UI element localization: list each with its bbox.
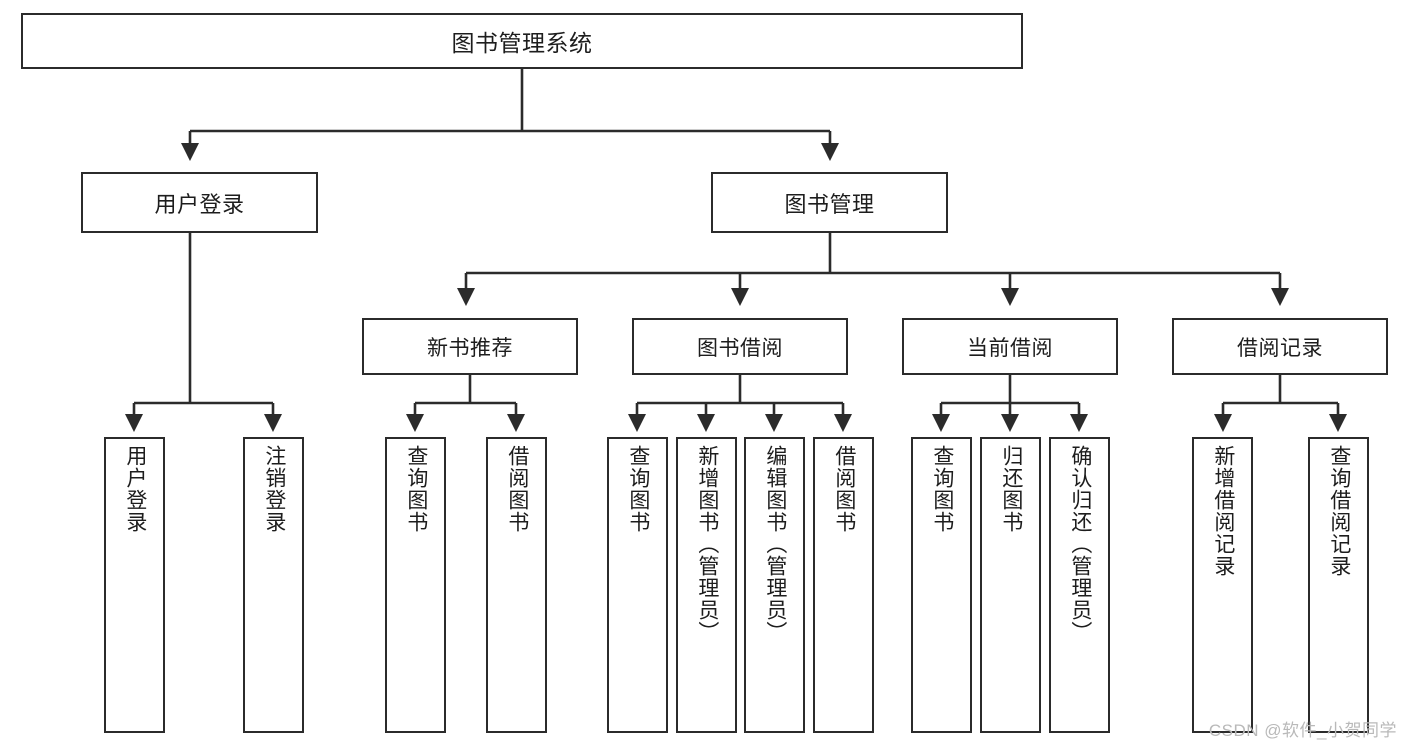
node-current-borrow-label: 当前借阅	[967, 336, 1053, 360]
node-leaf-borrow-book-1[interactable]: 借阅图书	[486, 437, 547, 733]
node-leaf-add-record[interactable]: 新增借阅记录	[1192, 437, 1253, 733]
node-leaf-query-book-2-label: 查询图书	[626, 445, 650, 533]
node-leaf-add-book[interactable]: 新增图书（管理员）	[676, 437, 737, 733]
node-user-login-label: 用户登录	[154, 191, 245, 217]
node-leaf-edit-book-label: 编辑图书（管理员）	[763, 445, 787, 643]
node-leaf-query-record-label: 查询借阅记录	[1327, 445, 1351, 577]
node-new-book-recommend[interactable]: 新书推荐	[362, 318, 578, 375]
node-leaf-query-book-3-label: 查询图书	[930, 445, 954, 533]
node-leaf-add-book-label: 新增图书（管理员）	[695, 445, 719, 643]
node-borrow-record-label: 借阅记录	[1237, 336, 1323, 360]
node-leaf-logout-login[interactable]: 注销登录	[243, 437, 304, 733]
node-leaf-query-record[interactable]: 查询借阅记录	[1308, 437, 1369, 733]
node-leaf-borrow-book-2[interactable]: 借阅图书	[813, 437, 874, 733]
node-leaf-borrow-book-2-label: 借阅图书	[832, 445, 856, 533]
node-leaf-return-book[interactable]: 归还图书	[980, 437, 1041, 733]
node-root-system[interactable]: 图书管理系统	[21, 13, 1023, 69]
node-leaf-confirm-return[interactable]: 确认归还（管理员）	[1049, 437, 1110, 733]
node-leaf-borrow-book-1-label: 借阅图书	[505, 445, 529, 533]
node-leaf-confirm-return-label: 确认归还（管理员）	[1068, 445, 1092, 643]
node-book-borrow-label: 图书借阅	[697, 336, 783, 360]
node-new-book-recommend-label: 新书推荐	[427, 336, 513, 360]
node-leaf-user-login-label: 用户登录	[123, 445, 147, 533]
node-user-login[interactable]: 用户登录	[81, 172, 318, 233]
node-leaf-logout-login-label: 注销登录	[262, 445, 286, 533]
node-book-management[interactable]: 图书管理	[711, 172, 948, 233]
node-leaf-return-book-label: 归还图书	[999, 445, 1023, 533]
node-current-borrow[interactable]: 当前借阅	[902, 318, 1118, 375]
node-leaf-user-login[interactable]: 用户登录	[104, 437, 165, 733]
node-book-borrow[interactable]: 图书借阅	[632, 318, 848, 375]
node-root-system-label: 图书管理系统	[451, 30, 593, 56]
node-leaf-query-book-2[interactable]: 查询图书	[607, 437, 668, 733]
node-leaf-edit-book[interactable]: 编辑图书（管理员）	[744, 437, 805, 733]
node-book-management-label: 图书管理	[784, 191, 875, 217]
csdn-watermark: CSDN @软件_小贺同学	[1208, 721, 1397, 740]
node-leaf-add-record-label: 新增借阅记录	[1211, 445, 1235, 577]
node-leaf-query-book-1[interactable]: 查询图书	[385, 437, 446, 733]
node-borrow-record[interactable]: 借阅记录	[1172, 318, 1388, 375]
node-leaf-query-book-3[interactable]: 查询图书	[911, 437, 972, 733]
node-leaf-query-book-1-label: 查询图书	[404, 445, 428, 533]
